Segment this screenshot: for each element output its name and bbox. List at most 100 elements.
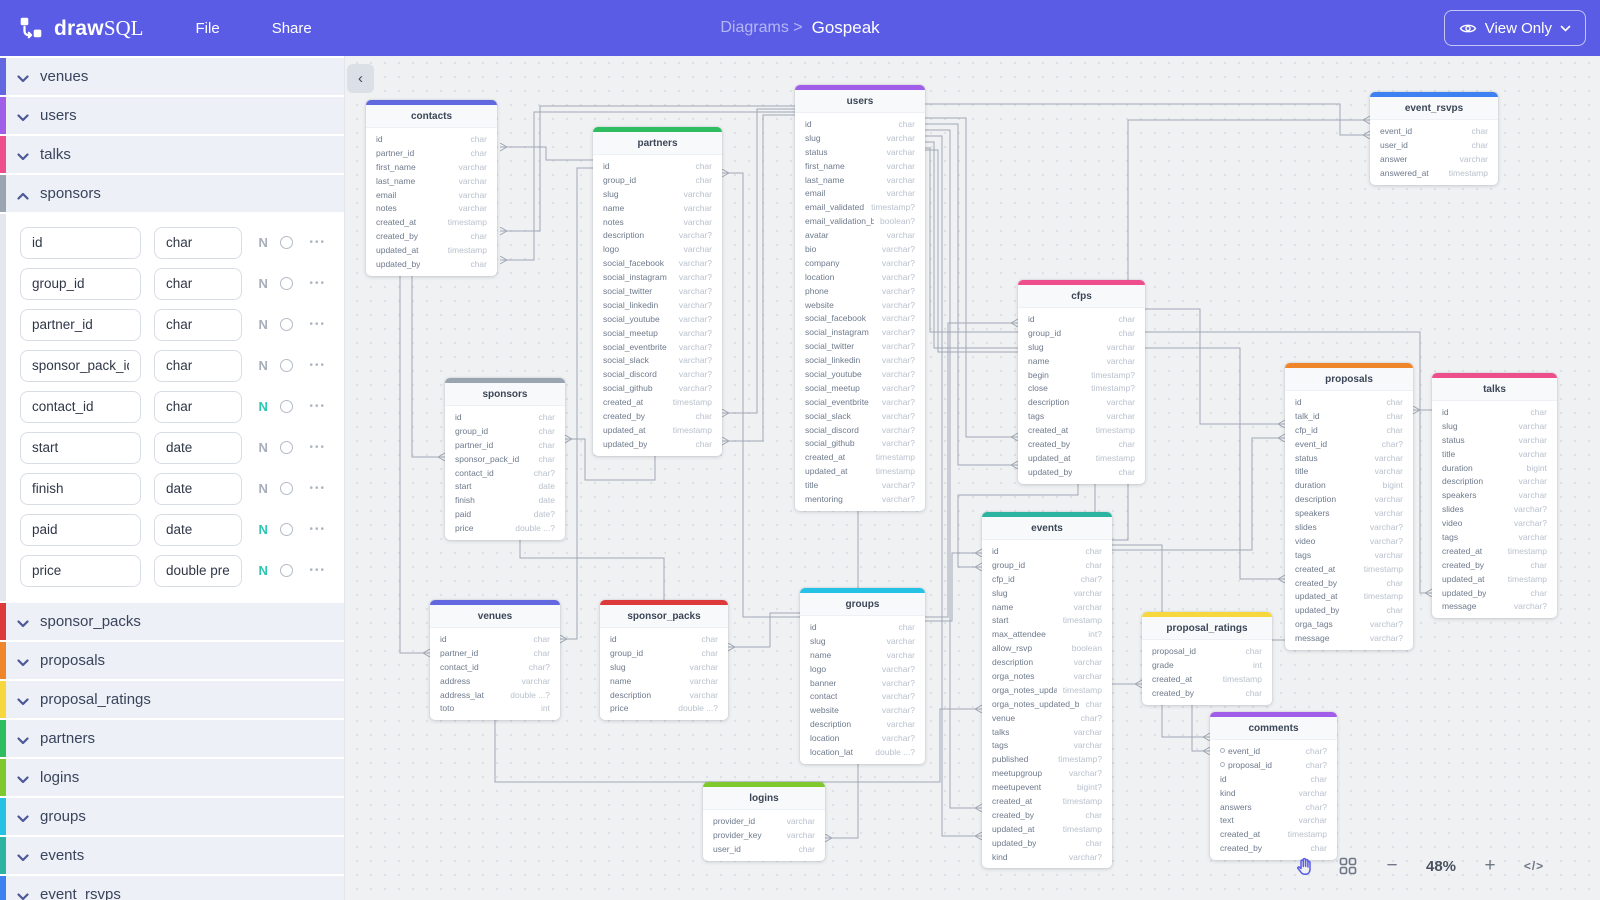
nullable-toggle[interactable]: N bbox=[258, 235, 268, 250]
field-menu-button[interactable]: ••• bbox=[309, 483, 326, 494]
sidebar-item-proposals[interactable]: proposals bbox=[0, 642, 344, 679]
field-menu-button[interactable]: ••• bbox=[309, 401, 326, 412]
field-type-input[interactable] bbox=[154, 472, 242, 505]
field-type-input[interactable] bbox=[154, 226, 242, 259]
field-type-input[interactable] bbox=[154, 431, 242, 464]
field-name-input[interactable] bbox=[20, 513, 141, 546]
view-only-button[interactable]: View Only bbox=[1443, 10, 1586, 46]
primary-key-radio[interactable] bbox=[280, 318, 294, 331]
code-view-button[interactable]: </> bbox=[1518, 850, 1550, 882]
field-menu-button[interactable]: ••• bbox=[309, 237, 326, 248]
nullable-toggle[interactable]: N bbox=[258, 481, 268, 496]
sidebar-item-sponsors[interactable]: sponsors bbox=[0, 175, 344, 212]
field-menu-button[interactable]: ••• bbox=[309, 278, 326, 289]
collapse-sidebar-button[interactable]: ‹ bbox=[347, 64, 374, 93]
sidebar-item-event_rsvps[interactable]: event_rsvps bbox=[0, 876, 344, 900]
field-name-input[interactable] bbox=[20, 472, 141, 505]
nullable-toggle[interactable]: N bbox=[258, 399, 268, 414]
sidebar-item-users[interactable]: users bbox=[0, 97, 344, 134]
nullable-toggle[interactable]: N bbox=[258, 522, 268, 537]
field-type-input[interactable] bbox=[154, 513, 242, 546]
field-menu-button[interactable]: ••• bbox=[309, 319, 326, 330]
nullable-toggle[interactable]: N bbox=[258, 440, 268, 455]
field-type-input[interactable] bbox=[154, 349, 242, 382]
field-name-input[interactable] bbox=[20, 390, 141, 423]
zoom-in-button[interactable]: + bbox=[1474, 850, 1506, 882]
nullable-toggle[interactable]: N bbox=[258, 317, 268, 332]
field-name-input[interactable] bbox=[20, 226, 141, 259]
field-name-input[interactable] bbox=[20, 349, 141, 382]
primary-key-radio[interactable] bbox=[280, 236, 294, 249]
sidebar-item-events[interactable]: events bbox=[0, 837, 344, 874]
field-type-input[interactable] bbox=[154, 308, 242, 341]
